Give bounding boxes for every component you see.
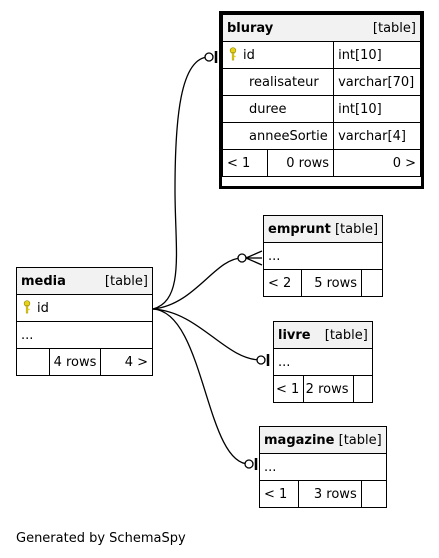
table-emprunt[interactable]: emprunt [table] ... < 2 5 rows [262,215,384,297]
column-id[interactable]: id [221,41,335,69]
children-count [360,480,387,508]
row-count: 5 rows [300,269,363,297]
children-count [361,269,384,297]
column-type: varchar[70] [333,68,421,96]
table-name: livre [278,327,311,343]
table-name[interactable]: media [15,267,101,295]
columns-ellipsis: ... [259,453,387,481]
row-count: 0 rows [266,149,335,177]
column-anneesortie[interactable]: anneeSortie [221,122,335,150]
column-name: duree [249,101,287,117]
table-name: emprunt [268,221,331,237]
children-count [352,375,373,403]
edge-marker-emprunt [237,253,247,263]
key-icon [229,47,237,61]
table-livre[interactable]: livre [table] ... < 1 2 rows [273,321,373,403]
row-count: 3 rows [298,480,362,508]
parents-count[interactable]: < 1 [259,480,299,508]
column-name: id [243,48,255,63]
table-media[interactable]: media [table] id ... 4 rows 4 > [15,267,153,376]
children-count[interactable]: 0 > [333,149,421,177]
edge-media-livre [152,308,262,361]
table-kind: [table] [324,327,368,343]
column-name: realisateur [249,74,319,90]
table-header[interactable]: magazine [table] [259,426,387,454]
edge-marker-livre [256,355,266,365]
bluray-table-frame [219,11,424,189]
table-header[interactable]: emprunt [table] [262,215,384,243]
column-type: int[10] [333,95,421,123]
table-kind: [table] [333,14,421,42]
parents-count[interactable]: < 1 [273,375,304,403]
table-header[interactable]: livre [table] [273,321,373,349]
table-kind: [table] [334,221,379,237]
table-magazine[interactable]: magazine [table] ... < 1 3 rows [259,426,387,508]
column-realisateur[interactable]: realisateur [221,68,335,96]
edge-media-emprunt [152,257,243,310]
table-bluray[interactable]: bluray [table] id int[10] realisateur va… [221,14,421,177]
table-name[interactable]: bluray [221,14,334,42]
parents-count [16,348,50,376]
row-count: 2 rows [302,375,354,403]
key-icon [23,300,31,314]
column-type: int[10] [333,41,421,69]
generated-by-footer: Generated by SchemaSpy [16,531,186,546]
column-name: anneeSortie [249,128,328,144]
edge-media-magazine [152,308,250,465]
parents-count[interactable]: < 1 [222,149,268,177]
edge-marker-bluray [204,52,214,62]
column-id[interactable]: id [16,294,153,322]
children-count[interactable]: 4 > [100,348,153,376]
columns-ellipsis: ... [16,321,153,349]
columns-ellipsis: ... [262,242,384,270]
column-name: id [37,301,49,316]
row-count: 4 rows [48,348,102,376]
table-name: magazine [264,432,335,448]
table-kind: [table] [100,267,153,295]
columns-ellipsis: ... [273,348,373,376]
edge-marker-magazine [244,459,254,469]
column-type: varchar[4] [333,122,421,150]
edge-media-bluray [152,56,210,310]
table-kind: [table] [338,432,382,448]
column-duree[interactable]: duree [221,95,335,123]
parents-count[interactable]: < 2 [263,269,302,297]
